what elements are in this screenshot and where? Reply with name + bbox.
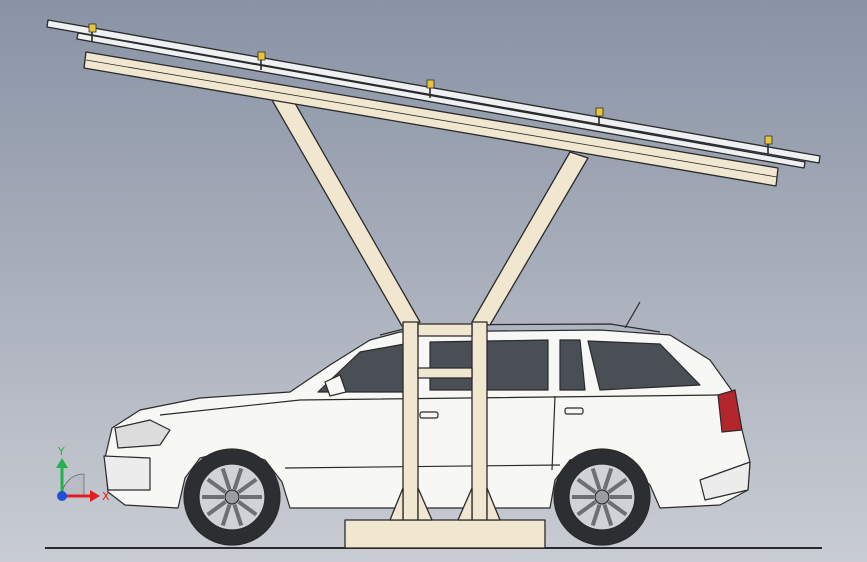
main-beam-edge: [85, 59, 778, 178]
front-bumper: [103, 455, 151, 491]
wheel-spoke: [220, 503, 232, 527]
side-mirror: [324, 374, 347, 397]
z-axis-marker: [57, 491, 67, 501]
wheel-spoke: [607, 477, 628, 494]
y-axis-label: Y: [57, 445, 65, 458]
door-handle-front: [419, 411, 439, 419]
window-middle: [429, 339, 549, 391]
wheel-spoke: [206, 477, 227, 494]
x-axis-arrowhead: [90, 490, 100, 502]
rear-bumper: [699, 461, 751, 501]
rail-clamp: [257, 51, 266, 61]
upper-cross-beam: [417, 323, 473, 337]
rail-clamp: [426, 79, 435, 89]
wheel-spoke: [232, 503, 244, 527]
middle-cross-beam: [417, 367, 473, 379]
left-base-gusset-inner: [417, 487, 433, 521]
axis-triad[interactable]: Y X: [56, 445, 110, 503]
concrete-footing: [344, 519, 546, 549]
right-post: [471, 321, 488, 521]
window-rear: [559, 339, 586, 391]
left-post: [402, 321, 419, 521]
left-base-gusset: [389, 487, 404, 521]
wheel-spoke: [602, 503, 614, 527]
wheel-spoke: [576, 500, 597, 517]
wheel-spoke: [576, 477, 597, 494]
taillight: [717, 389, 743, 433]
door-seam-rear: [551, 395, 556, 471]
carport-frame[interactable]: [46, 19, 821, 549]
upper-rail: [46, 19, 821, 164]
wheel-spoke: [237, 477, 258, 494]
right-base-gusset-inner: [486, 487, 501, 521]
car-model[interactable]: [103, 301, 751, 546]
rail-clamps: [88, 23, 773, 154]
x-axis-label: X: [102, 490, 110, 503]
front-wheel: [183, 448, 281, 546]
roof-rail: [379, 323, 661, 336]
door-handle-rear: [564, 407, 584, 415]
wheel-spoke: [237, 500, 258, 517]
rear-wheel: [553, 448, 651, 546]
wheel-spoke: [206, 500, 227, 517]
rail-clamp: [764, 135, 773, 145]
window-quarter: [587, 340, 701, 391]
body-line-upper: [159, 394, 721, 416]
antenna: [624, 301, 641, 329]
wheel-spoke: [602, 467, 614, 491]
wheel-spoke: [220, 467, 232, 491]
rail-clamp: [88, 23, 97, 33]
wheel-spoke: [607, 500, 628, 517]
right-base-gusset: [457, 487, 473, 521]
main-inclined-beam: [83, 51, 779, 187]
lower-rail: [76, 32, 806, 169]
left-diagonal-strut: [271, 97, 421, 327]
y-axis-arrowhead: [56, 458, 68, 468]
rail-clamp: [595, 107, 604, 117]
wheel-spoke: [232, 467, 244, 491]
headlight: [114, 419, 171, 449]
wheel-spoke: [590, 503, 602, 527]
right-diagonal-strut: [471, 151, 589, 326]
body-line-lower: [284, 464, 561, 469]
wheel-spoke: [590, 467, 602, 491]
